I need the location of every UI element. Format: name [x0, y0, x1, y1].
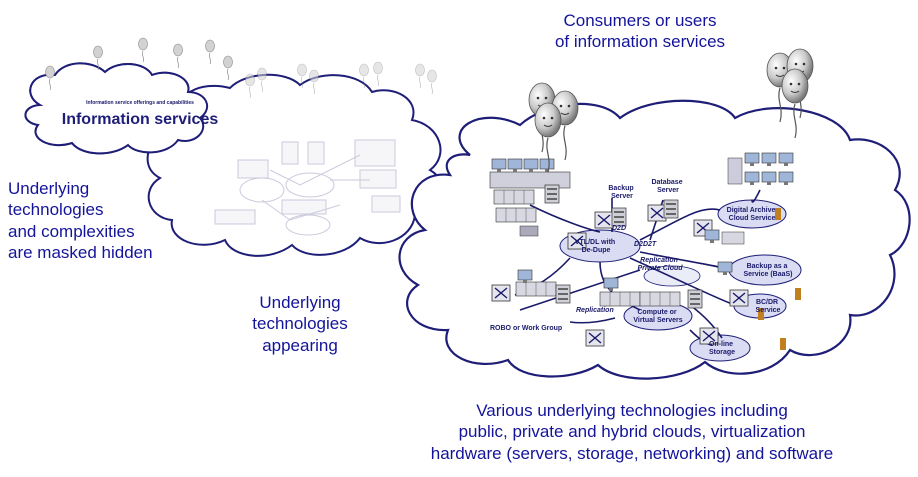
database-server-label: Database Server [651, 179, 684, 194]
replication-label: Replication [576, 307, 614, 314]
appearing-caption: Underlying technologies appearing [252, 293, 348, 355]
vtl-label: VTL/DL with De-Dupe [575, 239, 617, 254]
various-caption: Various underlying technologies includin… [430, 401, 834, 463]
replication-private-label: Replication Private Cloud [637, 257, 683, 272]
digital-archive-label: Digital Archive Cloud Service [727, 207, 778, 222]
info-services-header: Information service offerings and capabi… [86, 100, 194, 106]
consumers-caption: Consumers or users of information servic… [554, 11, 726, 52]
d2d2t-label: D2D2T [634, 241, 657, 248]
backup-service-label: Backup as a Service (BaaS) [743, 263, 792, 278]
faded-infrastructure-sketch [214, 139, 401, 236]
compute-label: Compute or Virtual Servers [633, 309, 682, 324]
robo-label: ROBO or Work Group [490, 325, 562, 332]
d2d-label: D2D [612, 225, 626, 232]
masked-caption: Underlying technologies and complexities… [8, 179, 153, 262]
info-services-title: Information services [62, 111, 219, 128]
backup-server-label: Backup Server [608, 185, 635, 200]
online-storage-label: On-line Storage [709, 341, 735, 356]
infrastructure-diagram: Backup Server Database Server Digital Ar… [489, 152, 802, 362]
info-services-cloud-front: Information service offerings and capabi… [24, 62, 219, 155]
bcdr-label: BC/DR Service [756, 299, 781, 314]
infrastructure-cloud [398, 99, 911, 380]
